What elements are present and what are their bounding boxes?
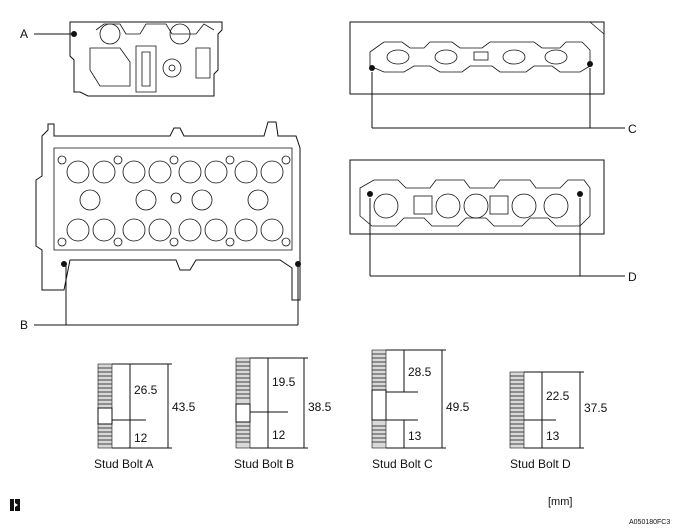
stud-bolt-a: 26.5 12 43.5 Stud Bolt A	[94, 363, 196, 471]
unit-label: [mm]	[548, 496, 572, 508]
stud-bolt-b: 19.5 12 38.5 Stud Bolt B	[234, 357, 332, 471]
bolt-a-total-length: 43.5	[172, 400, 196, 414]
figure-id: A050180FC3	[629, 519, 670, 526]
head-side-view: A	[20, 21, 223, 97]
head-top-view: B	[20, 121, 301, 332]
bolt-d-upper-length: 22.5	[546, 389, 570, 403]
bolt-a-upper-length: 26.5	[134, 383, 158, 397]
bolt-c-caption: Stud Bolt C	[372, 457, 433, 471]
bolt-d-total-length: 37.5	[584, 401, 608, 415]
reference-icon	[10, 499, 20, 511]
bolt-b-lower-length: 12	[272, 428, 286, 442]
bolt-c-lower-length: 13	[408, 429, 422, 443]
callout-a: A	[20, 27, 28, 41]
bolt-b-upper-length: 19.5	[272, 375, 296, 389]
bolt-d-lower-length: 13	[546, 429, 560, 443]
bolt-c-total-length: 49.5	[446, 400, 470, 414]
callout-b: B	[20, 318, 28, 332]
stud-bolt-d: 22.5 13 37.5 Stud Bolt D	[509, 371, 608, 471]
stud-bolt-c: 28.5 13 49.5 Stud Bolt C	[371, 349, 470, 471]
bolt-a-caption: Stud Bolt A	[94, 457, 153, 471]
bolt-b-total-length: 38.5	[308, 400, 332, 414]
bolt-b-caption: Stud Bolt B	[234, 457, 294, 471]
bolt-a-lower-length: 12	[134, 431, 148, 445]
bolt-d-caption: Stud Bolt D	[510, 457, 571, 471]
footer: [mm] A050180FC3	[10, 496, 670, 526]
bolt-c-upper-length: 28.5	[408, 365, 432, 379]
callout-c: C	[628, 122, 637, 136]
exhaust-side-view: C	[349, 21, 637, 136]
callout-d: D	[628, 270, 637, 284]
intake-side-view: D	[349, 159, 637, 284]
